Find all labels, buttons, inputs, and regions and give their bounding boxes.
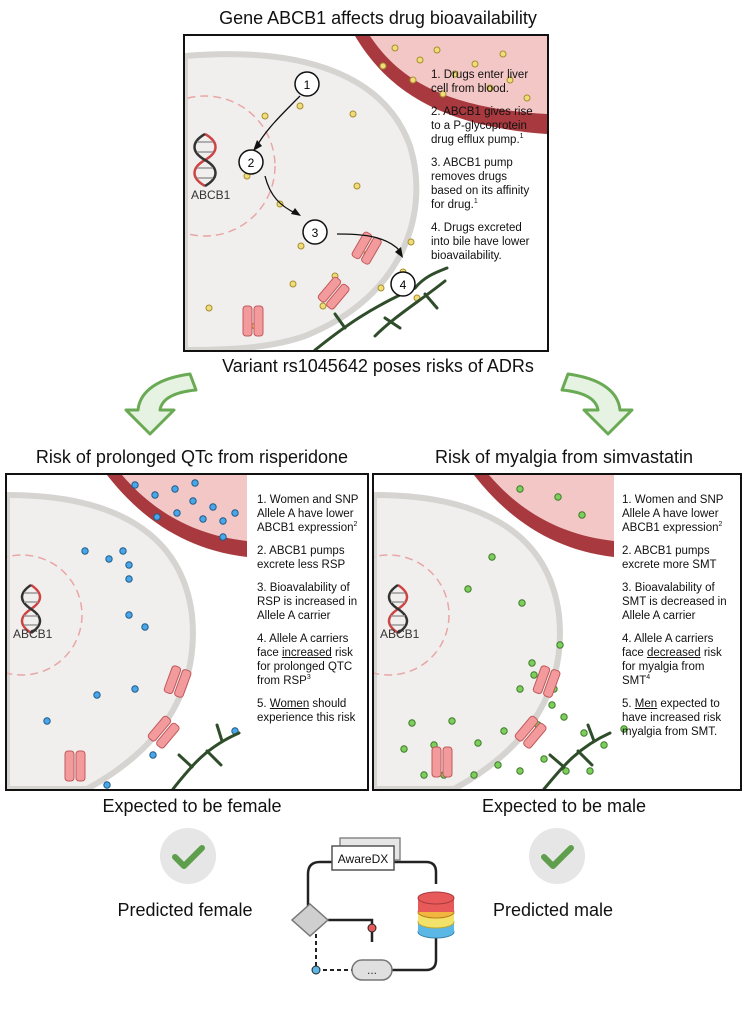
efflux-pump xyxy=(431,746,453,778)
main-title: Gene ABCB1 affects drug bioavailability xyxy=(219,8,537,28)
nucleus xyxy=(7,554,83,676)
efflux-pump xyxy=(317,276,350,310)
right-step-1: 1. Women and SNP Allele A have lower ABC… xyxy=(622,494,726,534)
right-step-5: 5. Men expected to have increased risk m… xyxy=(622,698,725,738)
dna-helix-icon xyxy=(193,132,217,188)
left-step-4: 4. Allele A carriers face increased risk… xyxy=(257,633,357,687)
dna-helix-icon xyxy=(20,583,42,635)
liver-cell xyxy=(185,51,420,350)
efflux-pump xyxy=(351,231,382,265)
right-step-2: 2. ABCB1 pumps excrete more SMT xyxy=(622,545,717,571)
top-steps: 1. Drugs enter liver cell from blood. 2.… xyxy=(431,68,541,272)
efflux-pump xyxy=(514,715,547,749)
nucleus xyxy=(185,95,276,237)
nucleus xyxy=(374,554,450,676)
left-curved-arrow-icon xyxy=(124,372,198,436)
awaredx-model-diagram: AwareDX ... xyxy=(290,837,455,981)
efflux-pump xyxy=(64,750,86,782)
top-step-3: 3. ABCB1 pump removes drugs based on its… xyxy=(431,157,533,211)
efflux-pump xyxy=(242,305,264,337)
liver-cell xyxy=(7,491,196,789)
right-expected-caption: Expected to be male xyxy=(481,796,647,816)
svg-text:3: 3 xyxy=(312,226,319,240)
right-step-3: 3. Bioavalability of SMT is decreased in… xyxy=(622,582,730,622)
left-cell-scene xyxy=(7,475,247,789)
efflux-pump xyxy=(532,665,561,698)
bile-duct xyxy=(171,723,241,789)
blood-vessel-lumen xyxy=(122,475,247,541)
efflux-pump xyxy=(147,715,180,749)
node-dot-red xyxy=(367,923,377,933)
svg-text:4: 4 xyxy=(400,278,407,292)
step-marker-1: 1 xyxy=(294,71,320,97)
right-step-4: 4. Allele A carriers face decreased risk… xyxy=(622,633,725,687)
gene-label: ABCB1 xyxy=(191,188,231,202)
liver-cell-scene: 1 2 3 4 xyxy=(185,36,547,350)
svg-text:...: ... xyxy=(367,963,377,977)
left-step-5: 5. Women should experience this risk xyxy=(257,698,356,724)
left-panel-title: Risk of prolonged QTc from risperidone xyxy=(35,447,349,467)
step-marker-3: 3 xyxy=(302,219,328,245)
right-cell-scene xyxy=(374,475,628,789)
left-steps: 1. Women and SNP Allele A have lower ABC… xyxy=(257,493,363,734)
node-dot-blue xyxy=(311,965,321,975)
left-check-icon xyxy=(160,828,216,884)
right-curved-arrow-icon xyxy=(560,372,634,436)
step-marker-4: 4 xyxy=(390,271,416,297)
svg-text:2: 2 xyxy=(248,156,255,170)
efflux-pump xyxy=(163,665,192,698)
left-panel: ABCB1 1. Women and SNP Allele A have low… xyxy=(5,473,369,791)
top-panel: 1 2 3 4 ABCB1 1. Drugs enter liver cell … xyxy=(183,34,549,352)
arrow-heads xyxy=(253,140,403,258)
right-steps: 1. Women and SNP Allele A have lower ABC… xyxy=(622,493,734,748)
svg-text:1: 1 xyxy=(304,78,311,92)
awaredx-label: AwareDX xyxy=(338,852,388,866)
awaredx-card xyxy=(331,845,395,871)
right-panel: ABCB1 1. Women and SNP Allele A have low… xyxy=(372,473,742,791)
dna-helix-icon xyxy=(387,583,409,635)
top-step-1: 1. Drugs enter liver cell from blood. xyxy=(431,69,532,95)
right-check-icon xyxy=(529,828,585,884)
top-step-2: 2. ABCB1 gives rise to a P-glycoprotein … xyxy=(431,106,536,146)
left-expected-caption: Expected to be female xyxy=(102,796,282,816)
right-predicted-caption: Predicted male xyxy=(492,900,614,920)
decision-diamond xyxy=(290,902,330,938)
drugs-in-blood xyxy=(379,44,531,102)
right-panel-title: Risk of myalgia from simvastatin xyxy=(434,447,694,467)
ellipsis-pill xyxy=(351,959,393,981)
bile-duct xyxy=(542,723,612,789)
left-step-3: 3. Bioavalability of RSP is increased in… xyxy=(257,582,360,622)
database-icon xyxy=(417,891,455,939)
step-marker-2: 2 xyxy=(238,149,264,175)
gene-label: ABCB1 xyxy=(380,627,420,641)
left-predicted-caption: Predicted female xyxy=(117,900,253,920)
liver-cell xyxy=(374,491,563,789)
variant-title: Variant rs1045642 poses risks of ADRs xyxy=(222,356,534,376)
left-step-2: 2. ABCB1 pumps excrete less RSP xyxy=(257,545,348,571)
top-step-4: 4. Drugs excreted into bile have lower b… xyxy=(431,222,533,262)
left-step-1: 1. Women and SNP Allele A have lower ABC… xyxy=(257,494,361,534)
gene-label: ABCB1 xyxy=(13,627,53,641)
